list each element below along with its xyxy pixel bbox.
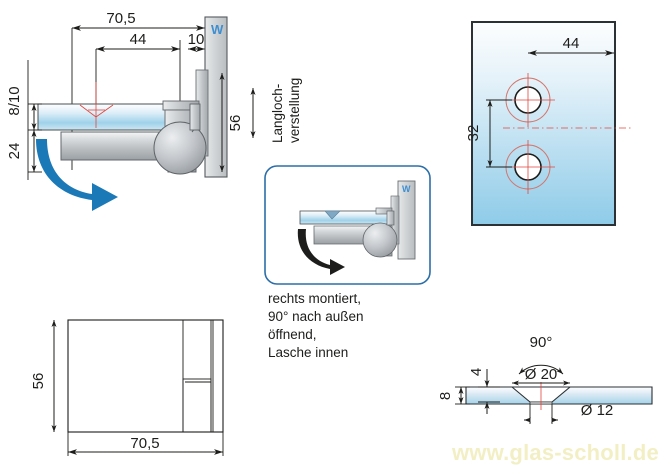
dim-label-32-panel: 32 bbox=[465, 125, 482, 142]
inset-wall-label: W bbox=[402, 184, 411, 194]
site-watermark: www.glas-scholl.de bbox=[452, 440, 659, 465]
inset-detail-group: W bbox=[264, 165, 431, 285]
hinge-knuckle bbox=[153, 121, 207, 175]
dim-label-70-5: 70,5 bbox=[106, 10, 135, 27]
hinge-lower-body bbox=[60, 131, 169, 161]
main-section-view: W bbox=[6, 10, 244, 211]
dim-label-d12: Ø 12 bbox=[581, 402, 614, 419]
dim-label-44: 44 bbox=[130, 31, 147, 48]
mounting-note-line-2: öffnend, bbox=[268, 327, 317, 342]
dim-label-d20: Ø 20 bbox=[525, 366, 558, 383]
dim-label-56-plan: 56 bbox=[30, 373, 47, 390]
hinge-wall-cover bbox=[189, 103, 201, 131]
hole-lower bbox=[501, 140, 555, 194]
mounting-note-group: rechts montiert, 90° nach außen öffnend,… bbox=[268, 291, 363, 360]
dim-label-90: 90° bbox=[530, 334, 553, 351]
inset-countersink bbox=[324, 210, 341, 220]
hole-section-view: 90° Ø 20 Ø 12 8 4 bbox=[437, 334, 653, 424]
dim-70-5-plan bbox=[67, 432, 224, 456]
dim-4-depth bbox=[478, 369, 500, 414]
dim-label-8: 8 bbox=[437, 392, 454, 400]
langloch-line2: verstellung bbox=[287, 78, 302, 143]
plan-outline bbox=[67, 319, 224, 433]
wall-label-main: W bbox=[211, 22, 224, 37]
dim-label-70-5-plan: 70,5 bbox=[130, 435, 159, 452]
glass-panel bbox=[471, 21, 616, 226]
dim-90-angle bbox=[518, 364, 564, 375]
dim-d12 bbox=[524, 404, 558, 424]
mounting-note-line-1: 90° nach außen bbox=[268, 309, 363, 324]
langloch-note-group: Langloch- verstellung bbox=[250, 78, 302, 143]
inset-wall-cover bbox=[386, 210, 395, 226]
mounting-note-line-0: rechts montiert, bbox=[268, 291, 361, 306]
dim-24 bbox=[28, 130, 42, 173]
dim-label-8-10: 8/10 bbox=[6, 86, 23, 115]
dim-label-10: 10 bbox=[188, 31, 205, 48]
plan-view: 56 70,5 bbox=[30, 319, 224, 456]
glass-countersink-marks bbox=[79, 82, 114, 128]
inset-swing-arrow bbox=[297, 229, 345, 275]
dim-44 bbox=[95, 40, 181, 105]
inset-knuckle bbox=[362, 222, 398, 258]
dim-8-10 bbox=[27, 60, 42, 180]
dim-label-4: 4 bbox=[468, 368, 485, 376]
mounting-note-line-3: Lasche innen bbox=[268, 345, 348, 360]
dim-label-24: 24 bbox=[6, 143, 23, 160]
glass-leaf bbox=[37, 103, 173, 131]
langloch-line1: Langloch- bbox=[270, 84, 285, 143]
dim-label-44-panel: 44 bbox=[563, 35, 580, 52]
plan-tab bbox=[182, 378, 212, 433]
dim-label-56-main: 56 bbox=[227, 115, 244, 132]
dim-32-panel bbox=[486, 99, 512, 168]
swing-arrow-main bbox=[36, 139, 118, 211]
glass-drilling-view: 44 32 bbox=[465, 21, 632, 226]
dim-8-thickness bbox=[455, 386, 470, 405]
